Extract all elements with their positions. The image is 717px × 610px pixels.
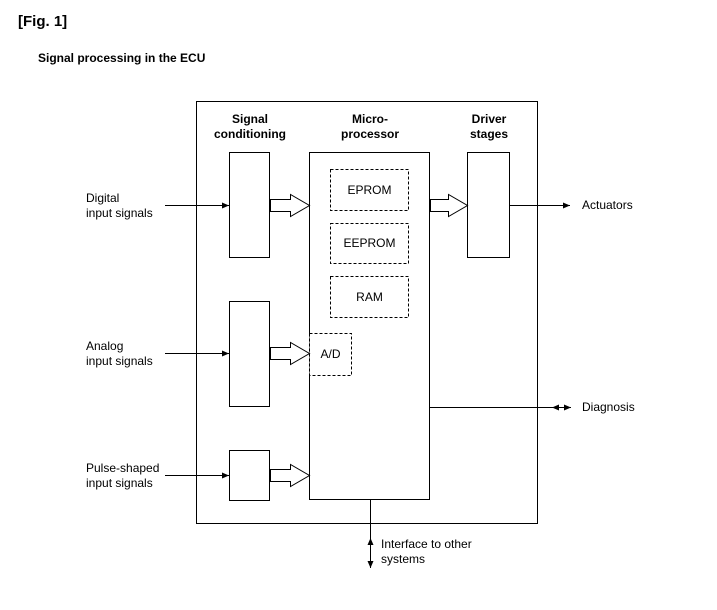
diagnosis-arrow-head-left xyxy=(552,404,559,411)
diagram-subtitle: Signal processing in the ECU xyxy=(38,51,206,65)
label-line: Pulse-shaped xyxy=(86,461,160,475)
eeprom-box xyxy=(330,223,409,264)
driver-stages-box xyxy=(467,152,510,258)
ad-box xyxy=(309,333,352,376)
hollow-arrow-driver xyxy=(430,193,469,218)
label-line: input signals xyxy=(86,476,153,490)
header-line: Driver xyxy=(471,112,507,126)
header-signal-conditioning: Signal conditioning xyxy=(205,112,295,142)
analog-input-label: Analog input signals xyxy=(86,339,153,369)
conditioning-box-digital xyxy=(229,152,270,258)
header-line: Micro- xyxy=(352,112,388,126)
eprom-box xyxy=(330,169,409,211)
diagnosis-label: Diagnosis xyxy=(582,400,635,414)
header-line: stages xyxy=(469,127,509,141)
ecu-outer-box xyxy=(196,101,538,524)
pulse-input-label: Pulse-shaped input signals xyxy=(86,461,159,491)
eeprom-label: EEPROM xyxy=(343,236,396,250)
label-line: input signals xyxy=(86,206,153,220)
header-line: processor xyxy=(340,127,400,141)
label-line: systems xyxy=(381,552,426,566)
label-line: input signals xyxy=(86,354,153,368)
ram-label: RAM xyxy=(356,290,383,304)
ad-label: A/D xyxy=(320,347,341,361)
header-line: conditioning xyxy=(214,127,286,141)
hollow-arrow-pulse xyxy=(270,463,311,488)
conditioning-box-analog xyxy=(229,301,270,407)
header-microprocessor: Micro- processor xyxy=(325,112,415,142)
interface-label: Interface to other systems xyxy=(381,537,472,567)
hollow-arrow-digital xyxy=(270,193,311,218)
eprom-label: EPROM xyxy=(347,183,392,197)
actuators-label: Actuators xyxy=(582,198,633,212)
digital-input-label: Digital input signals xyxy=(86,191,153,221)
label-line: Analog xyxy=(86,339,124,353)
conditioning-box-pulse xyxy=(229,450,270,501)
label-line: Interface to other xyxy=(381,537,472,551)
header-line: Signal xyxy=(231,112,268,126)
ram-box xyxy=(330,276,409,318)
interface-arrow-head-up xyxy=(367,538,374,545)
label-line: Digital xyxy=(86,191,120,205)
hollow-arrow-analog xyxy=(270,341,311,366)
figure-label: [Fig. 1] xyxy=(18,13,68,30)
header-driver-stages: Driver stages xyxy=(444,112,534,142)
